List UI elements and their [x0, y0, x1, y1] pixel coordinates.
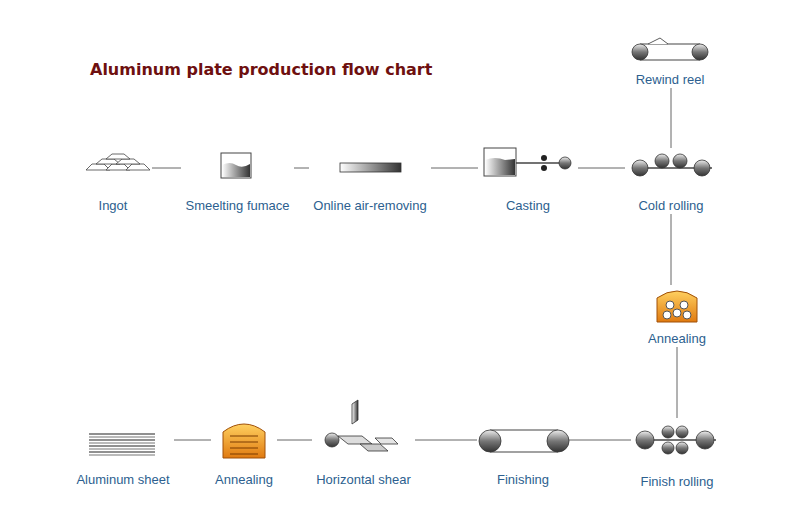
icon-space [648, 285, 706, 331]
horizontal-shear-icon [325, 400, 398, 451]
step-label: Cold rolling [629, 198, 713, 214]
process-step: Cold rolling [625, 148, 717, 214]
flow-line [677, 347, 678, 418]
step-label: Annealing [215, 472, 273, 488]
step-label: Horizontal shear [316, 472, 411, 488]
process-step: Rewind reel [625, 38, 715, 88]
flow-line [578, 168, 625, 169]
flow-line [569, 440, 631, 441]
flow-line [174, 440, 211, 441]
step-label: Smeelting fumace [185, 198, 290, 214]
icon-space [215, 418, 273, 472]
process-step: Aluminum sheet [72, 418, 174, 488]
process-step: Annealing [211, 418, 277, 488]
icon-space [313, 148, 427, 198]
step-label: Annealing [648, 331, 706, 347]
flow-line [431, 168, 478, 169]
step-label: Casting [482, 198, 574, 214]
cold-rolling-icon [632, 154, 712, 176]
step-label: Rewind reel [629, 72, 711, 88]
air-removing-icon [340, 163, 401, 172]
process-step: Ingot [74, 148, 152, 214]
process-step: Casting [478, 148, 578, 214]
chart-title: Aluminum plate production flow chart [90, 60, 432, 79]
icon-space [481, 418, 565, 472]
smelting-furnace-icon [221, 153, 251, 178]
process-step: Horizontal shear [312, 398, 415, 488]
finishing-icon [479, 430, 569, 452]
finish-rolling-icon [636, 426, 716, 454]
step-label: Online air-removing [313, 198, 427, 214]
process-step: Annealing [644, 285, 710, 347]
process-step: Smeelting fumace [181, 148, 294, 214]
flow-line [671, 88, 672, 148]
step-label: Finish rolling [635, 474, 719, 490]
step-label: Aluminum sheet [76, 472, 170, 488]
icon-space [482, 148, 574, 198]
icon-space [78, 148, 148, 198]
icon-space [629, 38, 711, 72]
icon-space [185, 148, 290, 198]
flow-line [415, 440, 477, 441]
step-label: Ingot [78, 198, 148, 214]
flow-line [152, 168, 181, 169]
process-step: Finishing [477, 418, 569, 488]
ingot-icon [86, 154, 150, 170]
casting-icon [484, 148, 571, 176]
flow-line [671, 214, 672, 285]
process-step: Online air-removing [309, 148, 431, 214]
annealing-furnace-icon [657, 291, 697, 322]
rewind-reel-icon [632, 38, 708, 60]
flow-line [294, 168, 309, 169]
step-label: Finishing [481, 472, 565, 488]
icon-space [635, 418, 719, 474]
flow-line [277, 440, 312, 441]
aluminum-sheet-icon [89, 434, 155, 455]
icon-space [629, 148, 713, 198]
icon-space [76, 418, 170, 472]
annealing-furnace-icon [223, 424, 265, 458]
icon-space [316, 398, 411, 472]
process-step: Finish rolling [631, 418, 723, 490]
